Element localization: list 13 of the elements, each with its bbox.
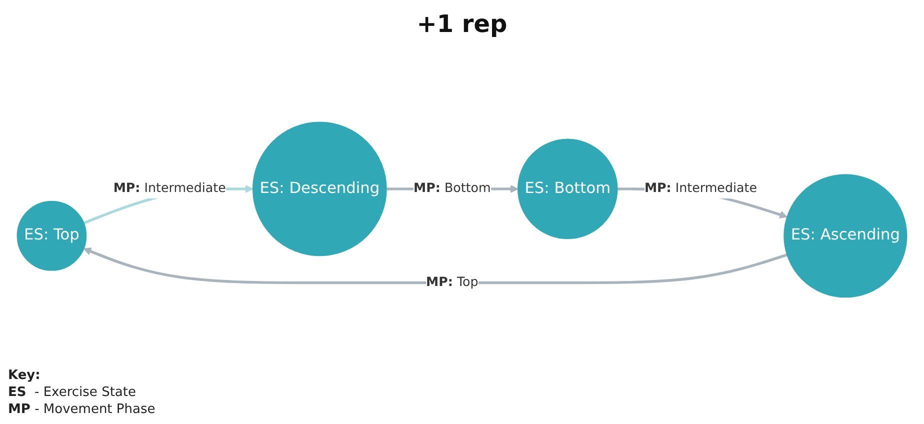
- key-entry: MP - Movement Phase: [8, 401, 156, 418]
- edge-label: MP: Bottom: [414, 182, 491, 196]
- node-circle: ES: Ascending: [784, 174, 908, 298]
- node-circle: ES: Descending: [252, 122, 387, 256]
- key-heading: Key:: [8, 367, 42, 384]
- edge-label: MP: Top: [426, 275, 478, 290]
- node-circle: ES: Top: [16, 201, 87, 272]
- key-entry: ES - Exercise State: [8, 384, 137, 401]
- edge-label: MP: Intermediate: [113, 182, 226, 196]
- rep-count-note: +1 rep: [416, 10, 508, 38]
- edge-label: MP: Intermediate: [644, 182, 757, 196]
- arrow: [83, 248, 788, 284]
- node-circle: ES: Bottom: [518, 139, 618, 240]
